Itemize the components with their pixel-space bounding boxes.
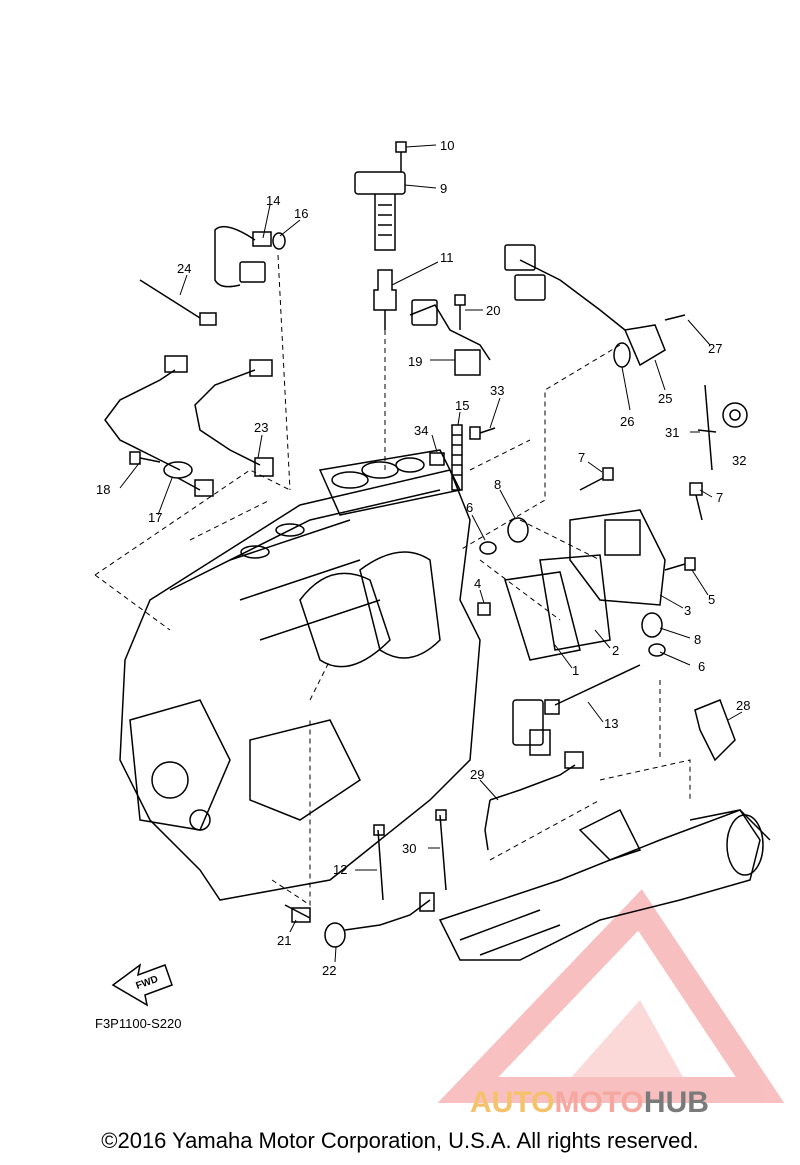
callout-label: 20 [486, 303, 500, 318]
callout-label: 28 [736, 698, 750, 713]
callout-label: 33 [490, 383, 504, 398]
callout-label: 8 [494, 477, 501, 492]
exhaust-manifold [438, 808, 771, 961]
diagram-code: F3P1100-S220 [95, 1016, 182, 1031]
callout-labels: 10 9 14 16 11 20 24 19 33 27 25 26 31 32… [96, 138, 750, 978]
callout-label: 34 [414, 423, 428, 438]
callout-label: 27 [708, 341, 722, 356]
callout-label: 5 [708, 592, 715, 607]
leader-lines [119, 144, 743, 963]
callout-label: 7 [578, 450, 585, 465]
callout-label: 8 [694, 632, 701, 647]
callout-label: 6 [698, 659, 705, 674]
watermark-logo [437, 889, 785, 1103]
callout-label: 17 [148, 510, 162, 525]
callout-label: 26 [620, 414, 634, 429]
callout-label: 30 [402, 841, 416, 856]
callout-label: 6 [466, 500, 473, 515]
watermark-part-moto: MOTO [554, 1086, 643, 1119]
callout-label: 25 [658, 391, 672, 406]
callout-label: 7 [716, 490, 723, 505]
callout-label: 2 [612, 643, 619, 658]
watermark-part-auto: AUTO [470, 1086, 554, 1119]
callout-label: 31 [665, 425, 679, 440]
callout-label: 21 [277, 933, 291, 948]
callout-label: 23 [254, 420, 268, 435]
callout-label: 1 [572, 663, 579, 678]
callout-label: 9 [440, 181, 447, 196]
callout-label: 11 [440, 250, 454, 265]
callout-label: 13 [604, 716, 618, 731]
callout-label: 14 [266, 193, 280, 208]
parts-diagram: 10 9 14 16 11 20 24 19 33 27 25 26 31 32… [94, 138, 785, 1119]
watermark-part-hub: HUB [644, 1086, 709, 1119]
callout-label: 18 [96, 482, 110, 497]
callout-label: 24 [177, 261, 191, 276]
callout-label: 16 [294, 206, 308, 221]
callout-label: 22 [322, 963, 336, 978]
engine-block [119, 449, 481, 901]
callout-label: 3 [684, 603, 691, 618]
callout-label: 10 [440, 138, 454, 153]
parts [104, 141, 748, 948]
reference-lines [94, 254, 691, 906]
fwd-arrow-icon: FWD [111, 963, 173, 1007]
callout-label: 32 [732, 453, 746, 468]
callout-label: 15 [455, 398, 469, 413]
callout-label: 12 [333, 862, 347, 877]
callout-label: 4 [474, 576, 481, 591]
copyright-notice: ©2016 Yamaha Motor Corporation, U.S.A. A… [101, 1128, 699, 1153]
watermark-text: AUTOMOTOHUB [470, 1086, 709, 1119]
callout-label: 29 [470, 767, 484, 782]
callout-label: 19 [408, 354, 422, 369]
